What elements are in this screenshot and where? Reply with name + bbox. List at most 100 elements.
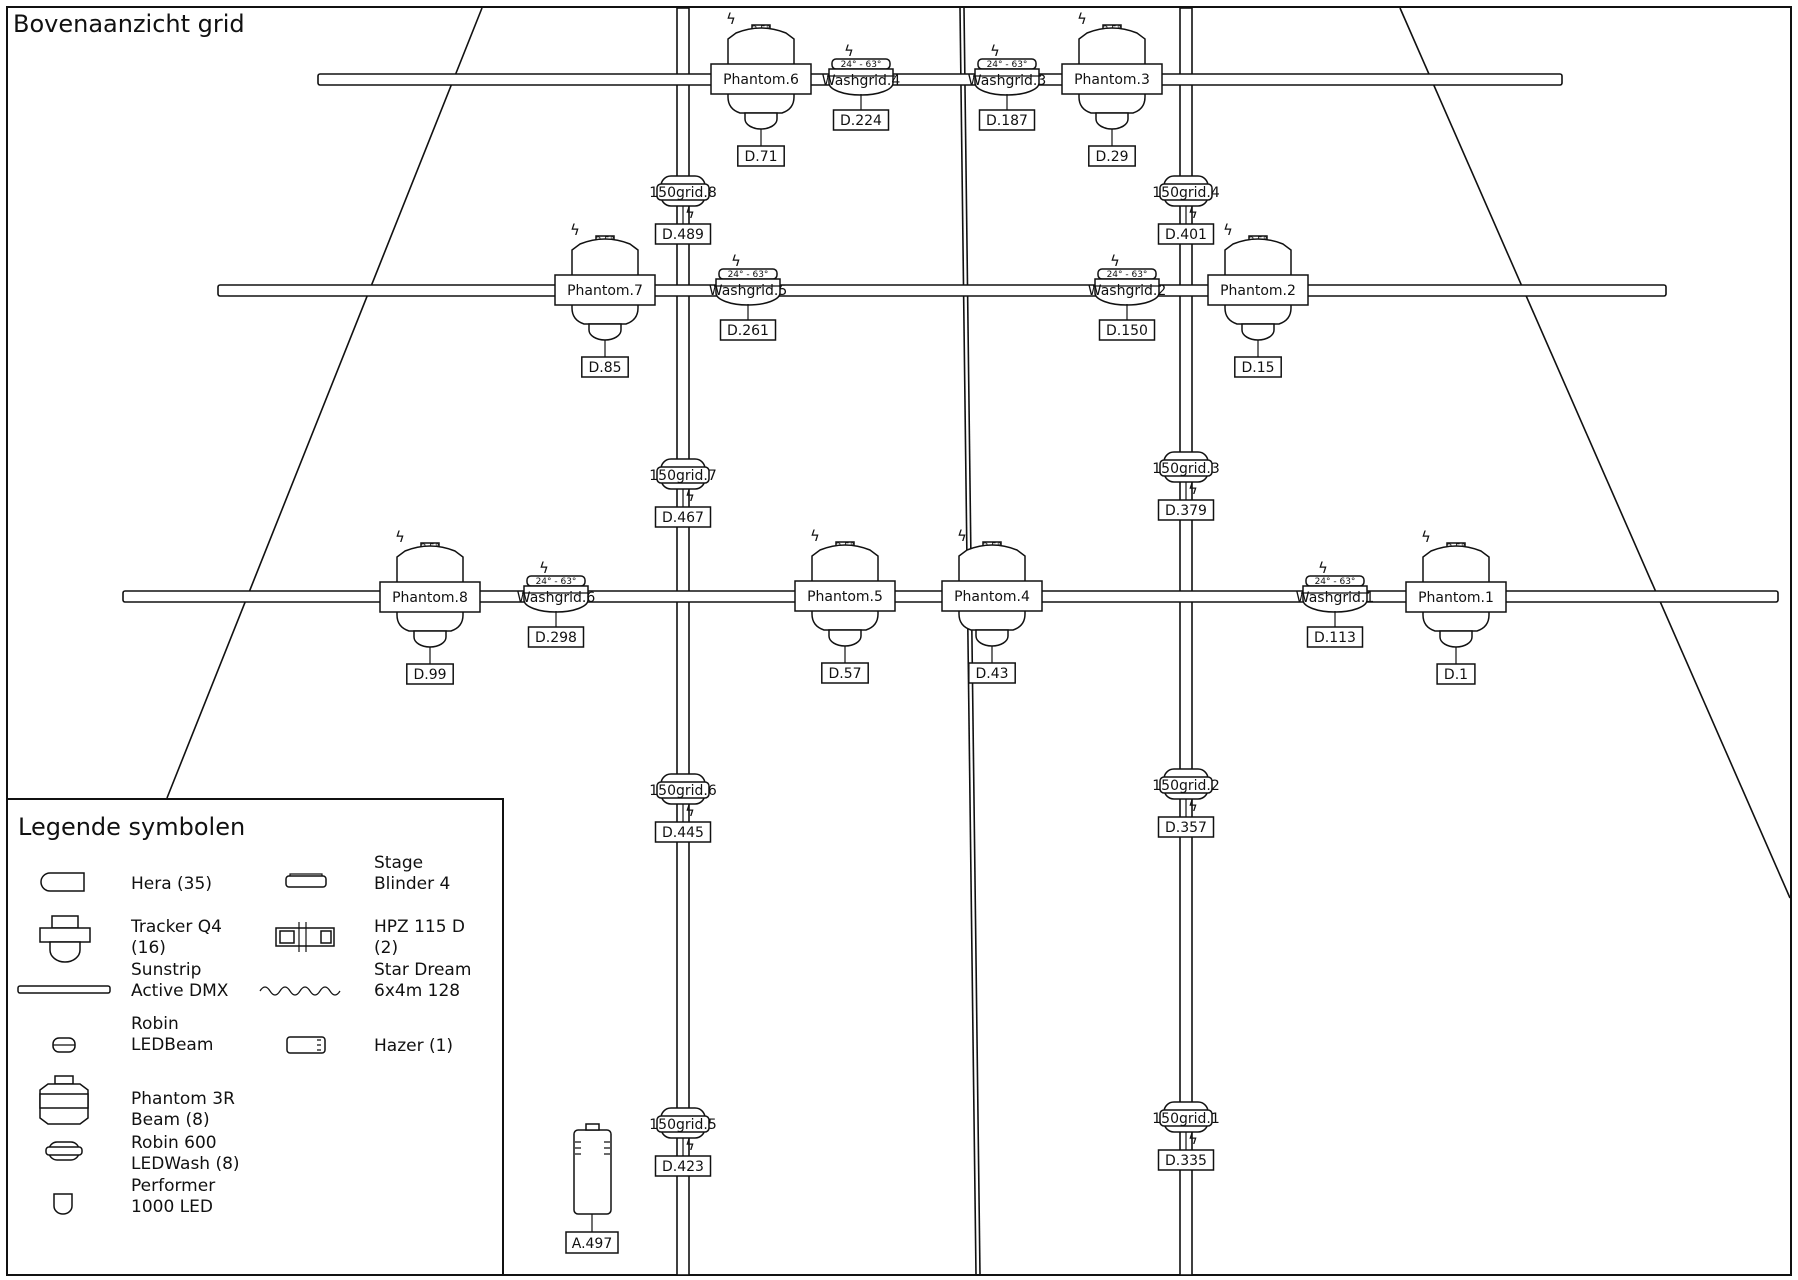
dmx-address-label: D.489 bbox=[662, 227, 704, 243]
hazer-icon bbox=[286, 1036, 326, 1054]
power-icon: ϟ bbox=[395, 528, 405, 546]
dmx-address-label: D.85 bbox=[588, 360, 621, 376]
power-icon: ϟ bbox=[1188, 204, 1198, 222]
phantom-label: Phantom.6 bbox=[723, 72, 799, 88]
phantom-fixture[interactable]: ϟ3,5°Phantom.1D.1 bbox=[1405, 528, 1507, 685]
dmx-address-label: D.298 bbox=[535, 630, 577, 646]
hera-icon bbox=[40, 872, 85, 892]
beam-fixture[interactable]: 150grid.7ϟD.467 bbox=[649, 458, 717, 528]
beam-fixture[interactable]: 150grid.3 ϟD.379 bbox=[1152, 451, 1220, 521]
legend-item-label: Performer bbox=[131, 1176, 215, 1196]
legend-item-label: Robin 600 bbox=[131, 1133, 217, 1153]
legend-item-label: 6x4m 128 bbox=[374, 981, 460, 1001]
beam-fixture[interactable]: 150grid.6ϟD.445 bbox=[649, 773, 717, 843]
wash-label: Washgrid.1 bbox=[1296, 590, 1374, 606]
phantom-label: Phantom.4 bbox=[954, 589, 1030, 605]
legend-item-label: Phantom 3R bbox=[131, 1089, 235, 1109]
power-icon: ϟ bbox=[685, 487, 695, 505]
power-icon: ϟ bbox=[844, 42, 854, 60]
beam-angle-label: 24° - 63° bbox=[841, 60, 882, 70]
power-icon: ϟ bbox=[810, 527, 820, 545]
dmx-address-label: D.99 bbox=[413, 667, 446, 683]
beam-angle-label: 24° - 63° bbox=[987, 60, 1028, 70]
beam-label: 150grid.5 bbox=[649, 1117, 717, 1133]
power-icon: ϟ bbox=[1421, 528, 1431, 546]
wash-label: Washgrid.5 bbox=[709, 283, 787, 299]
phantom-fixture[interactable]: ϟ3,5°Phantom.8D.99 bbox=[379, 528, 481, 685]
power-icon: ϟ bbox=[539, 559, 549, 577]
wash-label: Washgrid.3 bbox=[968, 73, 1046, 89]
legend-item-label: Stage bbox=[374, 853, 423, 873]
power-icon: ϟ bbox=[1110, 252, 1120, 270]
beam-angle-label: 24° - 63° bbox=[728, 270, 769, 280]
beam-fixture[interactable]: 150grid.2 ϟD.357 bbox=[1152, 768, 1220, 838]
dmx-address-label: D.335 bbox=[1165, 1153, 1207, 1169]
sunstrip-icon bbox=[17, 985, 111, 994]
wash-fixture[interactable]: ϟ24° - 63°Washgrid.4D.224 bbox=[822, 42, 901, 131]
dmx-address-label: D.379 bbox=[1165, 503, 1207, 519]
power-icon: ϟ bbox=[1318, 559, 1328, 577]
legend-item-label: Hera (35) bbox=[131, 874, 212, 894]
phantom-label: Phantom.8 bbox=[392, 590, 468, 606]
phantom-label: Phantom.2 bbox=[1220, 283, 1296, 299]
beam-fixture[interactable]: 150grid.8ϟD.489 bbox=[649, 175, 717, 245]
legend: Legende symbolen bbox=[6, 798, 504, 1276]
beam-angle-label: 24° - 63° bbox=[1107, 270, 1148, 280]
beam-angle-label: 24° - 63° bbox=[1315, 577, 1356, 587]
beam-angle-label: 24° - 63° bbox=[536, 577, 577, 587]
hazer: A.497 bbox=[565, 1123, 619, 1254]
dmx-address-label: D.357 bbox=[1165, 820, 1207, 836]
power-icon: ϟ bbox=[1188, 480, 1198, 498]
beam-label: 150grid.2 bbox=[1152, 778, 1220, 794]
legend-item-label: Blinder 4 bbox=[374, 874, 450, 894]
dmx-address-label: D.150 bbox=[1106, 323, 1148, 339]
power-icon: ϟ bbox=[1188, 797, 1198, 815]
beam-fixture[interactable]: 150grid.4ϟD.401 bbox=[1152, 175, 1220, 245]
phantom-label: Phantom.7 bbox=[567, 283, 643, 299]
phantom-fixture[interactable]: ϟ3,5°Phantom.6D.71 bbox=[710, 10, 812, 167]
beam-fixture[interactable]: 150grid.5ϟD.423 bbox=[649, 1107, 717, 1177]
hpz-icon bbox=[275, 922, 335, 952]
legend-item-label: Star Dream bbox=[374, 960, 471, 980]
legend-item-label: 1000 LED bbox=[131, 1197, 213, 1217]
wash-fixture[interactable]: ϟ24° - 63° Washgrid.5D.261 bbox=[709, 252, 787, 341]
dmx-address-label: D.57 bbox=[828, 666, 861, 682]
dmx-address-label: D.187 bbox=[986, 113, 1028, 129]
legend-item-label: LEDWash (8) bbox=[131, 1154, 240, 1174]
power-icon: ϟ bbox=[1077, 10, 1087, 28]
power-icon: ϟ bbox=[685, 802, 695, 820]
stage-blinder-icon bbox=[285, 873, 327, 888]
beam-label: 150grid.7 bbox=[649, 468, 717, 484]
legend-item-label: Sunstrip bbox=[131, 960, 201, 980]
dmx-address-label: D.261 bbox=[727, 323, 769, 339]
legend-item-label: (2) bbox=[374, 938, 398, 958]
phantom-fixture[interactable]: ϟ3,5°Phantom.3D.29 bbox=[1061, 10, 1163, 167]
beam-fixture[interactable]: 150grid.1ϟD.335 bbox=[1152, 1101, 1220, 1171]
power-icon: ϟ bbox=[731, 252, 741, 270]
vertical-trusses bbox=[676, 7, 1193, 1276]
power-icon: ϟ bbox=[957, 527, 967, 545]
wash-fixture[interactable]: ϟ24° - 63°Washgrid.1D.113 bbox=[1296, 559, 1374, 648]
legend-item-label: Robin bbox=[131, 1014, 179, 1034]
wash-label: Washgrid.2 bbox=[1088, 283, 1166, 299]
legend-item-label: Hazer (1) bbox=[374, 1036, 453, 1056]
dmx-address-label: D.15 bbox=[1241, 360, 1274, 376]
phantom-fixture[interactable]: ϟ3,5°Phantom.2D.15 bbox=[1207, 221, 1309, 378]
legend-item-label: LEDBeam bbox=[131, 1035, 213, 1055]
legend-item-label: Tracker Q4 bbox=[130, 917, 222, 937]
beam-label: 150grid.3 bbox=[1152, 461, 1220, 477]
wash-fixture[interactable]: ϟ24° - 63°Washgrid.6D.298 bbox=[517, 559, 596, 648]
phantom-icon bbox=[39, 1075, 89, 1125]
phantom-fixture[interactable]: ϟ3,5°Phantom.4D.43 bbox=[941, 527, 1043, 684]
phantom-fixture[interactable]: ϟ3,5°Phantom.7D.85 bbox=[554, 221, 656, 378]
beam-label: 150grid.4 bbox=[1152, 185, 1220, 201]
power-icon: ϟ bbox=[1188, 1130, 1198, 1148]
wash-fixture[interactable]: ϟ24° - 63° Washgrid.3D.187 bbox=[968, 42, 1046, 131]
power-icon: ϟ bbox=[990, 42, 1000, 60]
dmx-address-label: D.423 bbox=[662, 1159, 704, 1175]
phantom-label: Phantom.3 bbox=[1074, 72, 1150, 88]
ledwash-icon bbox=[45, 1141, 83, 1161]
wash-fixture[interactable]: ϟ24° - 63° Washgrid.2D.150 bbox=[1088, 252, 1166, 341]
phantom-fixture[interactable]: ϟ3,5°Phantom.5D.57 bbox=[794, 527, 896, 684]
dmx-address-label: D.1 bbox=[1444, 667, 1468, 683]
